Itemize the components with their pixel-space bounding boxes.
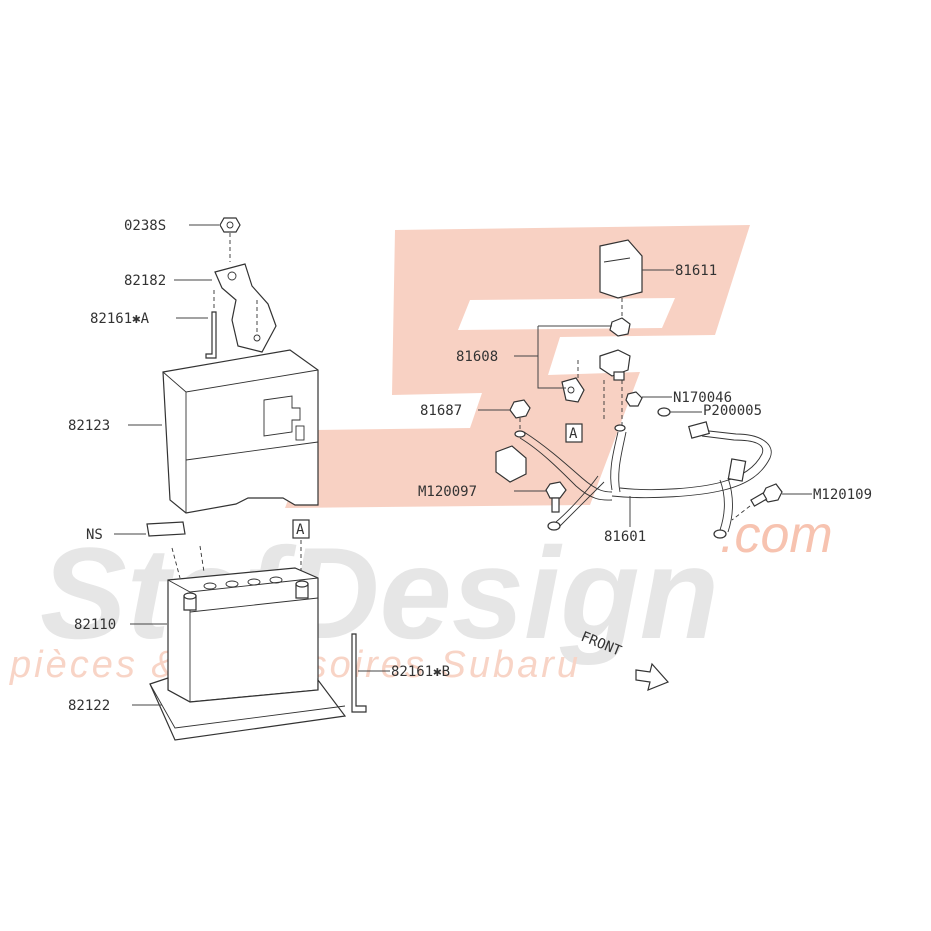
battery-clamp-82182: [214, 263, 277, 353]
battery-tray-82122: [149, 677, 347, 741]
label-82161-b: 82161✱B: [391, 664, 450, 680]
battery-terminal-81608: [561, 317, 631, 428]
label-82110: 82110: [74, 617, 116, 633]
label-82161-a: 82161✱A: [90, 311, 150, 327]
battery-82110: [167, 567, 319, 703]
label-82182: 82182: [124, 273, 166, 289]
label-n170046: N170046: [673, 390, 732, 406]
watermark-domain: .com: [720, 506, 833, 564]
label-p200005: P200005: [703, 403, 762, 419]
ref-a-right-text: A: [569, 426, 578, 442]
label-81601: 81601: [604, 529, 646, 545]
nut-n170046: [625, 391, 643, 407]
label-81608: 81608: [456, 349, 498, 365]
label-82122: 82122: [68, 698, 110, 714]
terminal-cover-81611: [599, 239, 643, 318]
hold-rod-82161-b: [351, 633, 367, 713]
label-81611: 81611: [675, 263, 717, 279]
label-81687: 81687: [420, 403, 462, 419]
label-82123: 82123: [68, 418, 110, 434]
label-sticker-ns: [146, 521, 205, 579]
battery-cover-82123: [162, 349, 319, 514]
ref-a-left-text: A: [296, 522, 305, 538]
washer-p200005: [657, 407, 671, 417]
bolt-m120097: [545, 481, 567, 513]
hold-rod-82161-a: [205, 290, 217, 359]
label-ns: NS: [86, 527, 103, 543]
label-m120109: M120109: [813, 487, 872, 503]
reference-box-a-right: [565, 423, 583, 443]
nut-0238s: [219, 217, 241, 262]
label-m120097: M120097: [418, 484, 477, 500]
bolt-m120109: [731, 483, 783, 521]
watermark-brand: StefDesign: [40, 520, 719, 666]
battery-cable-81601: [495, 421, 772, 539]
label-0238s: 0238S: [124, 218, 166, 234]
